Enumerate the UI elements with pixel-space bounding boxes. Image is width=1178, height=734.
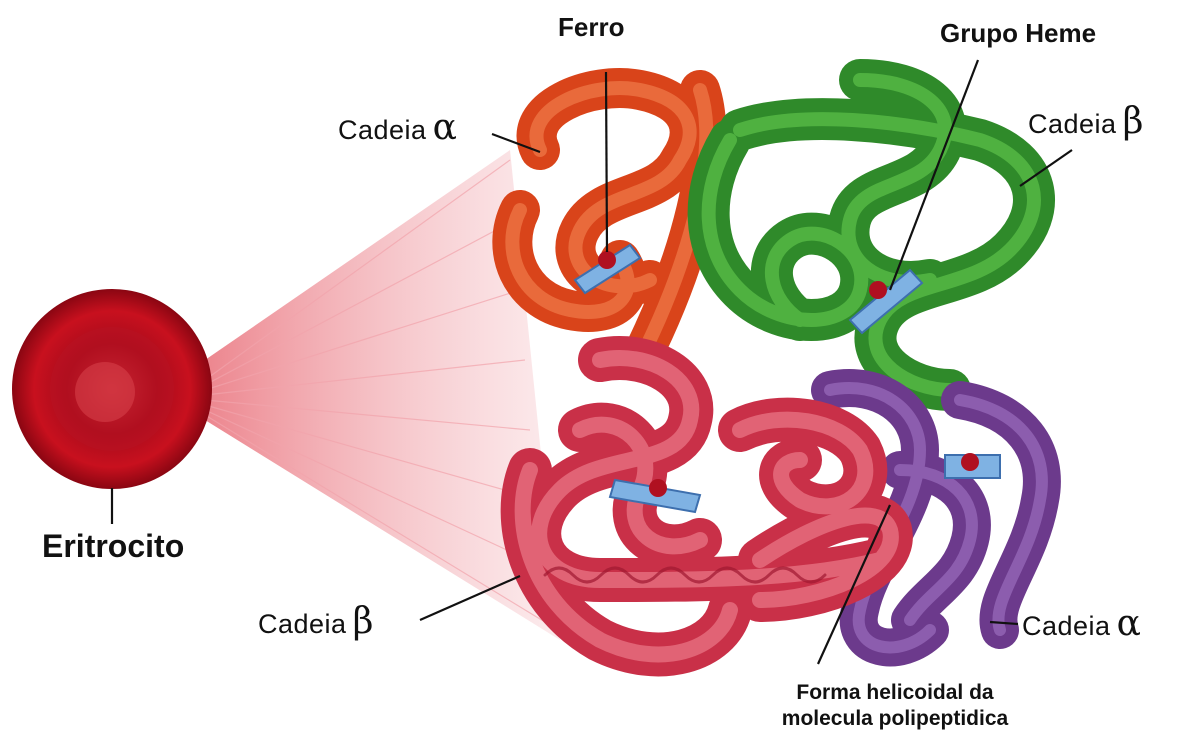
label-cadeia-beta-top-text: Cadeia bbox=[1028, 109, 1117, 139]
label-cadeia-alpha-top-text: Cadeia bbox=[338, 115, 427, 145]
label-forma-line2: molecula polipeptidica bbox=[750, 706, 1040, 732]
beta-symbol: β bbox=[1123, 101, 1144, 142]
label-forma-line1: Forma helicoidal da bbox=[750, 680, 1040, 706]
erythrocyte bbox=[12, 289, 212, 489]
alpha-symbol: α bbox=[433, 107, 458, 148]
leader-ferro bbox=[606, 72, 607, 252]
beta-symbol: β bbox=[353, 601, 374, 642]
beta-chain-top bbox=[709, 80, 1034, 390]
alpha-chain-top bbox=[512, 88, 706, 360]
label-cadeia-alpha-bottom-text: Cadeia bbox=[1022, 611, 1111, 641]
label-eritrocito: Eritrocito bbox=[42, 530, 184, 562]
label-ferro: Ferro bbox=[558, 14, 624, 40]
alpha-symbol: α bbox=[1117, 603, 1142, 644]
label-cadeia-beta-bottom-text: Cadeia bbox=[258, 609, 347, 639]
label-grupo-heme: Grupo Heme bbox=[940, 20, 1096, 46]
label-forma-helicoidal: Forma helicoidal da molecula polipeptidi… bbox=[750, 680, 1040, 732]
heme-group-alpha-bottom bbox=[945, 453, 1000, 478]
